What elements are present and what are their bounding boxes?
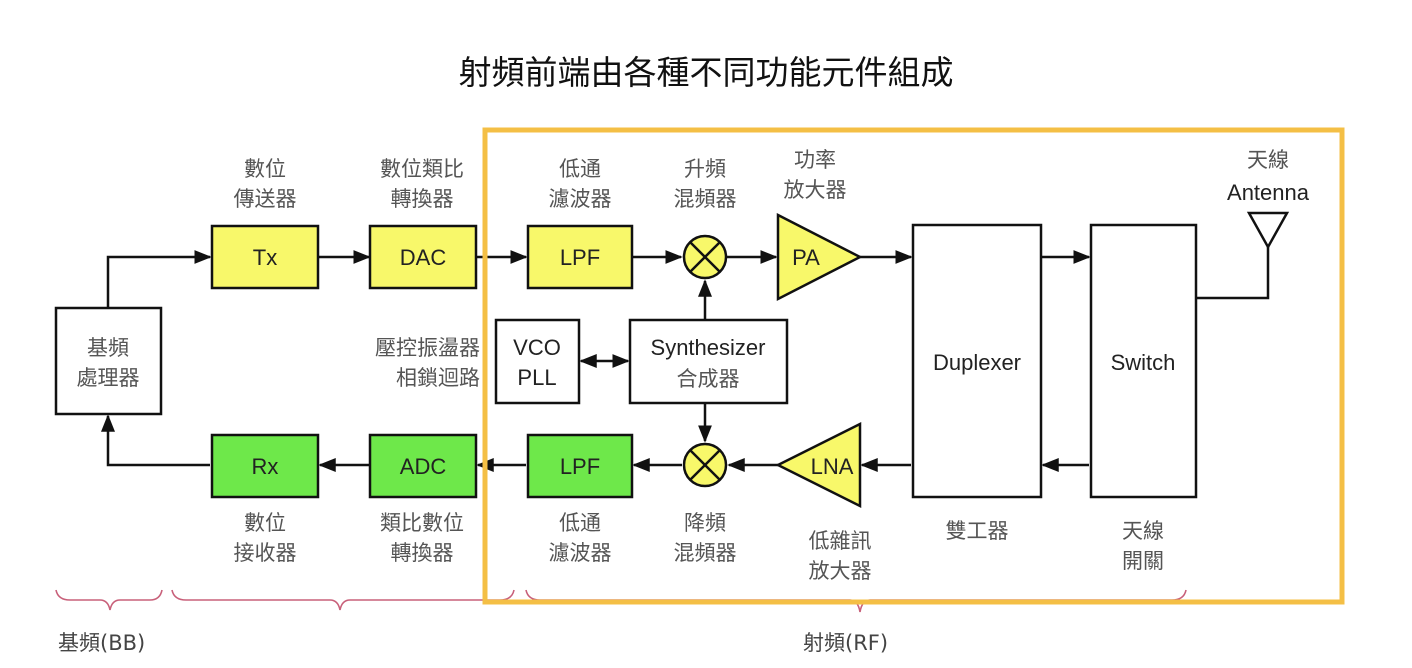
rx-lpf-caption-line1: 低通 <box>559 511 601 535</box>
lna-caption-line2: 放大器 <box>809 559 872 583</box>
rx-caption-line1: 數位 <box>244 511 286 535</box>
downmixer-caption-line2: 混頻器 <box>674 541 737 565</box>
tx-lpf-caption-line1: 低通 <box>559 157 601 181</box>
upconvert-mixer: 升頻 混頻器 <box>674 157 737 280</box>
dac-caption-line2: 轉換器 <box>391 187 454 211</box>
dac-label: DAC <box>400 245 447 270</box>
pll-label: PLL <box>517 365 556 390</box>
rf-frontend-highlight-box <box>482 127 1345 605</box>
amplifier-triangle-icon <box>775 421 862 509</box>
upmixer-caption-line1: 升頻 <box>684 157 726 181</box>
downmixer-caption-line1: 降頻 <box>684 511 726 535</box>
section-braces <box>55 589 1187 613</box>
baseband-processor-line1: 基頻 <box>87 336 129 360</box>
pa-caption-line1: 功率 <box>794 148 836 172</box>
vco-caption-line1: 壓控振盪器 <box>375 336 480 360</box>
switch-caption-line1: 天線 <box>1122 519 1164 543</box>
wire-switch-to-antenna <box>1197 247 1270 300</box>
lna-block: LNA 低雜訊 放大器 <box>775 421 872 583</box>
vco-pll-block: 壓控振盪器 相鎖迴路 VCO PLL <box>375 318 581 405</box>
switch-label: Switch <box>1111 350 1176 375</box>
tx-lpf-caption-line2: 濾波器 <box>549 187 612 211</box>
amplifier-triangle-icon <box>776 212 863 302</box>
brace-rf <box>525 589 1187 613</box>
rx-lpf-label: LPF <box>560 454 600 479</box>
baseband-processor-block: 基頻 處理器 <box>54 306 163 416</box>
tx-lpf-label: LPF <box>560 245 600 270</box>
section-label-rf: 射頻(RF) <box>803 631 888 655</box>
duplexer-caption: 雙工器 <box>946 519 1009 543</box>
downconvert-mixer: 降頻 混頻器 <box>674 442 737 565</box>
brace-rf-bb-part <box>171 589 515 611</box>
tx-lpf-block: 低通 濾波器 LPF <box>526 157 634 290</box>
tx-caption-line1: 數位 <box>244 157 286 181</box>
tx-caption-line2: 傳送器 <box>234 187 297 211</box>
antenna-icon <box>1246 211 1290 250</box>
switch-block: Switch 天線 開關 <box>1089 223 1198 573</box>
page-title: 射頻前端由各種不同功能元件組成 <box>458 53 954 92</box>
tx-block: 數位 傳送器 Tx <box>210 157 320 290</box>
dac-block: 數位類比 轉換器 DAC <box>368 157 478 290</box>
wire-rx-to-bb <box>101 414 210 467</box>
upmixer-caption-line2: 混頻器 <box>674 187 737 211</box>
rx-lpf-caption-line2: 濾波器 <box>549 541 612 565</box>
pa-label: PA <box>792 245 820 270</box>
rx-caption-line2: 接收器 <box>234 541 297 565</box>
rx-label: Rx <box>252 454 279 479</box>
vco-label: VCO <box>513 335 561 360</box>
switch-caption-line2: 開關 <box>1122 549 1164 573</box>
duplexer-label: Duplexer <box>933 350 1021 375</box>
synthesizer-label: Synthesizer <box>651 335 766 360</box>
baseband-processor-line2: 處理器 <box>77 366 140 390</box>
pa-caption-line2: 放大器 <box>784 178 847 202</box>
antenna-caption-line1: 天線 <box>1247 148 1289 172</box>
pa-block: 功率 放大器 PA <box>776 148 863 302</box>
section-label-baseband: 基頻(BB) <box>58 631 145 655</box>
duplexer-block: Duplexer 雙工器 <box>911 223 1043 543</box>
dac-caption-line1: 數位類比 <box>380 157 464 181</box>
rx-block: Rx 數位 接收器 <box>210 433 320 565</box>
tx-label: Tx <box>253 245 277 270</box>
vco-caption-line2: 相鎖迴路 <box>396 366 480 390</box>
adc-caption-line2: 轉換器 <box>391 541 454 565</box>
wire-bb-to-tx <box>106 250 212 308</box>
lna-caption-line1: 低雜訊 <box>809 529 872 553</box>
adc-label: ADC <box>400 454 447 479</box>
synthesizer-block: Synthesizer 合成器 <box>628 318 789 405</box>
adc-block: ADC 類比數位 轉換器 <box>368 433 478 565</box>
brace-baseband <box>55 589 163 611</box>
antenna: 天線 Antenna <box>1227 148 1310 250</box>
synthesizer-caption: 合成器 <box>677 367 740 391</box>
adc-caption-line1: 類比數位 <box>380 511 464 535</box>
antenna-caption-line2: Antenna <box>1227 180 1310 205</box>
rx-lpf-block: LPF 低通 濾波器 <box>526 433 634 565</box>
lna-label: LNA <box>811 454 854 479</box>
